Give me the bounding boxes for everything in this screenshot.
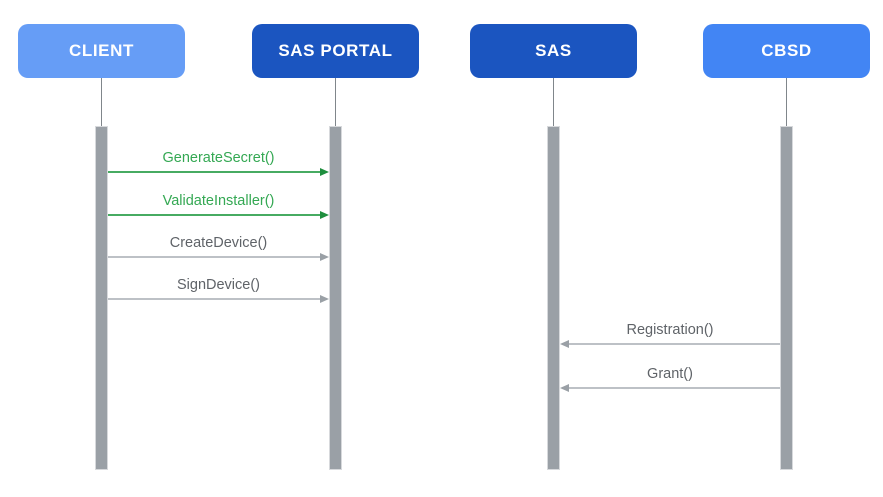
message-arrow-line xyxy=(108,256,320,258)
activation-bar-cbsd xyxy=(780,126,793,470)
actor-label: SAS PORTAL xyxy=(278,41,393,60)
actor-label: SAS xyxy=(535,41,572,60)
lifeline-client xyxy=(101,78,102,126)
arrowhead-right-icon xyxy=(320,167,329,176)
arrowhead-right-icon xyxy=(320,294,329,303)
actor-box-sas: SAS xyxy=(470,24,637,78)
message-label: ValidateInstaller() xyxy=(162,193,275,209)
actor-label: CLIENT xyxy=(69,41,134,60)
actor-box-client: CLIENT xyxy=(18,24,185,78)
message-arrow-line xyxy=(569,387,780,389)
lifeline-sas-portal xyxy=(335,78,336,126)
arrowhead-right-icon xyxy=(320,210,329,219)
actor-box-cbsd: CBSD xyxy=(703,24,870,78)
message-arrow-line xyxy=(569,343,780,345)
actor-label: CBSD xyxy=(761,41,812,60)
arrowhead-left-icon xyxy=(560,339,569,348)
message-label: SignDevice() xyxy=(177,277,260,293)
message-label: Grant() xyxy=(647,366,693,382)
message-arrow-line xyxy=(108,298,320,300)
message-label: GenerateSecret() xyxy=(162,150,275,166)
lifeline-sas xyxy=(553,78,554,126)
message-label: CreateDevice() xyxy=(169,235,268,251)
activation-bar-sas xyxy=(547,126,560,470)
message-arrow-line xyxy=(108,214,320,216)
arrowhead-right-icon xyxy=(320,252,329,261)
arrowhead-left-icon xyxy=(560,383,569,392)
lifeline-cbsd xyxy=(786,78,787,126)
activation-bar-client xyxy=(95,126,108,470)
message-label: Registration() xyxy=(626,322,714,338)
actor-box-sas-portal: SAS PORTAL xyxy=(252,24,419,78)
activation-bar-sas-portal xyxy=(329,126,342,470)
message-arrow-line xyxy=(108,171,320,173)
